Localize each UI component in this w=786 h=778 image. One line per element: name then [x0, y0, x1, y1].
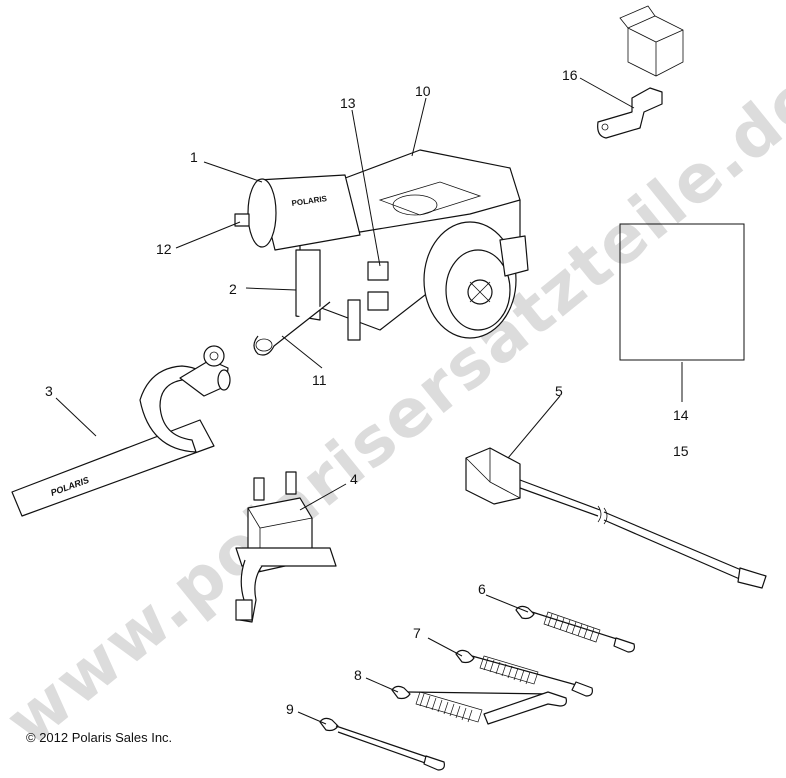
harness-part-5 [465, 447, 767, 589]
cable-part-6 [515, 605, 635, 653]
copyright-notice: © 2012 Polaris Sales Inc. [26, 730, 172, 745]
callout-2: 2 [229, 281, 237, 297]
callouts: 1 2 3 4 5 6 7 8 9 10 11 12 13 14 15 16 [45, 67, 689, 717]
callout-5: 5 [555, 383, 563, 399]
callout-12: 12 [156, 241, 172, 257]
callout-3: 3 [45, 383, 53, 399]
callout-16: 16 [562, 67, 578, 83]
callout-15: 15 [673, 443, 689, 459]
callout-11: 11 [312, 372, 327, 388]
callout-8: 8 [354, 667, 362, 683]
callout-10: 10 [415, 83, 431, 99]
cable-loop-part-11 [253, 301, 331, 356]
cable-part-8 [391, 685, 567, 725]
package-icon [619, 5, 684, 77]
contactor-part-4 [235, 471, 337, 623]
callout-6: 6 [478, 581, 486, 597]
hook-strap-part-3: POLARIS [11, 345, 231, 517]
callout-7: 7 [413, 625, 421, 641]
part-14-box [619, 223, 745, 361]
callout-14: 14 [673, 407, 689, 423]
callout-9: 9 [286, 701, 294, 717]
bracket-part-16 [597, 87, 663, 139]
cable-part-7 [455, 649, 593, 697]
winch-assembly: POLARIS [234, 149, 529, 341]
callout-4: 4 [350, 471, 358, 487]
callout-1: 1 [190, 149, 198, 165]
cable-part-9 [319, 717, 445, 771]
callout-13: 13 [340, 95, 356, 111]
leader-lines [55, 77, 683, 725]
